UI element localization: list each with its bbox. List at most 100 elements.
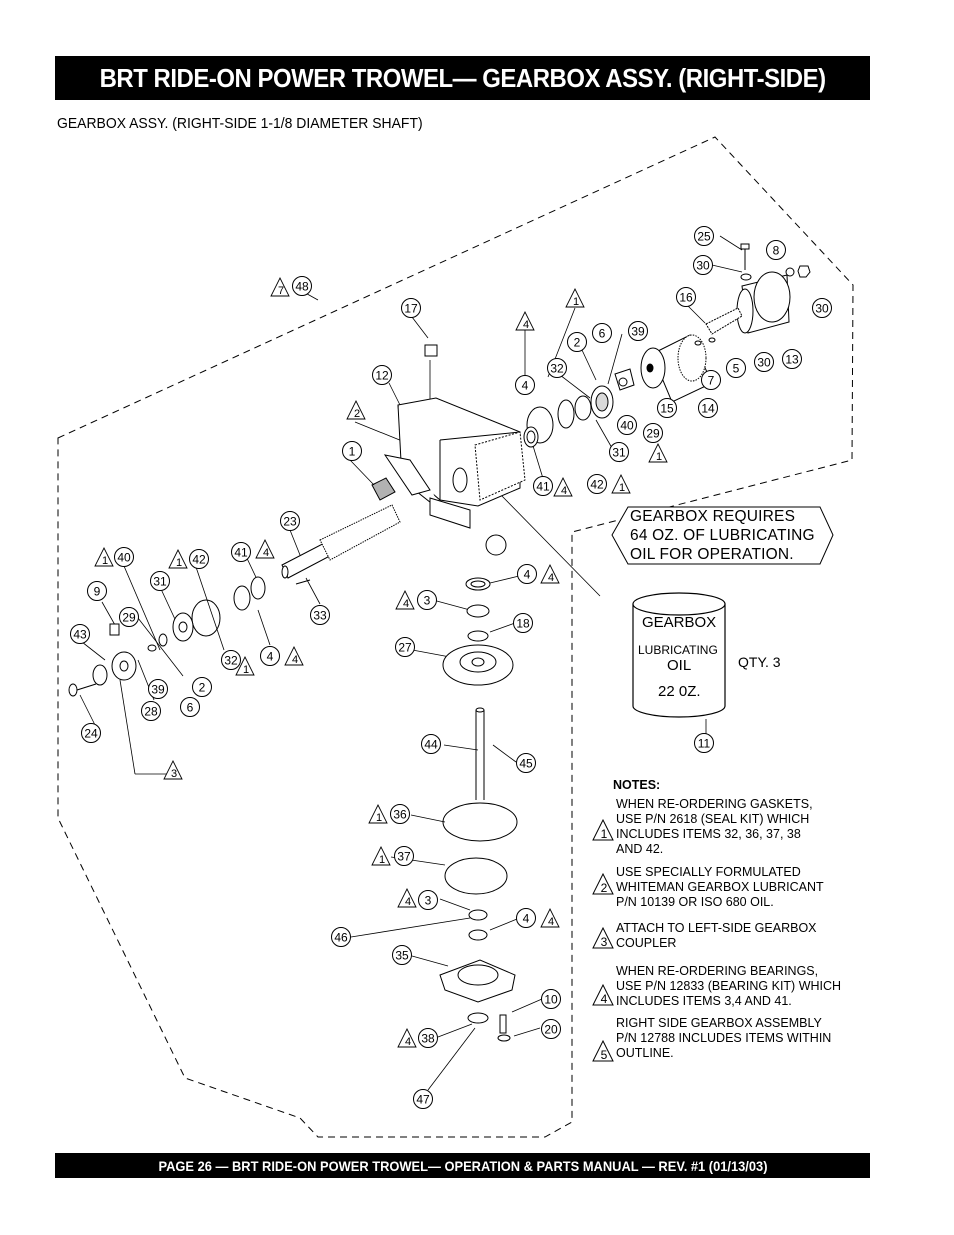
part-callout-2: 2 xyxy=(567,332,587,352)
callout-layer: 2583030161330574817396232141512440293114… xyxy=(70,226,832,1109)
callout-number: 47 xyxy=(416,1093,430,1107)
part-callout-24: 24 xyxy=(81,723,101,743)
callout-number: 7 xyxy=(708,374,715,388)
note-ref-triangle-2: 2 xyxy=(346,399,366,420)
callout-circle xyxy=(417,590,437,610)
part-callout-38: 38 xyxy=(418,1028,438,1048)
part-callout-6: 6 xyxy=(592,323,612,343)
part-callout-43: 43 xyxy=(70,624,90,644)
can-label-oil: OIL xyxy=(667,657,692,674)
note-ref-triangle-1: 1 xyxy=(371,845,391,866)
callout-circle xyxy=(372,365,392,385)
callout-circle xyxy=(114,547,134,567)
callout-number: 33 xyxy=(313,609,327,623)
callout-number: 36 xyxy=(393,808,407,822)
callout-circle xyxy=(310,605,330,625)
triangle-number: 1 xyxy=(102,555,108,567)
callout-number: 30 xyxy=(696,259,710,273)
note-marker-triangle: 4 xyxy=(592,984,614,1006)
part-callout-37: 37 xyxy=(394,846,414,866)
callout-circle xyxy=(413,1089,433,1109)
part-callout-7: 7 xyxy=(701,370,721,390)
callout-circle xyxy=(547,358,567,378)
callout-number: 25 xyxy=(697,230,711,244)
part-callout-39: 39 xyxy=(148,679,168,699)
part-callout-46: 46 xyxy=(331,927,351,947)
part-callout-45: 45 xyxy=(516,753,536,773)
part-callout-33: 33 xyxy=(310,605,330,625)
note-ref-triangle-4: 4 xyxy=(397,1027,417,1048)
part-callout-4: 4 xyxy=(260,646,280,666)
can-label-brand: GEARBOX xyxy=(642,614,717,631)
worm-shaft xyxy=(68,504,401,697)
note-ref-triangle-4: 4 xyxy=(255,538,275,559)
triangle-shape xyxy=(255,538,275,559)
triangle-shape xyxy=(553,476,573,497)
callout-number: 42 xyxy=(590,478,604,492)
part-callout-14: 14 xyxy=(698,398,718,418)
note-ref-triangle-1: 1 xyxy=(168,548,188,569)
callout-number: 4 xyxy=(523,912,530,926)
note-ref-triangle-1: 1 xyxy=(235,655,255,676)
oil-can xyxy=(632,592,726,718)
part-callout-30: 30 xyxy=(812,298,832,318)
triangle-number: 1 xyxy=(243,664,249,676)
triangle-shape xyxy=(163,759,183,780)
part-callout-13: 13 xyxy=(782,349,802,369)
triangle-number: 4 xyxy=(403,598,409,610)
callout-circle xyxy=(189,549,209,569)
part-callout-41: 41 xyxy=(533,476,553,496)
callout-number: 39 xyxy=(151,683,165,697)
callout-number: 42 xyxy=(192,553,206,567)
callout-circle xyxy=(657,398,677,418)
callout-circle xyxy=(643,423,663,443)
callout-circle xyxy=(390,804,410,824)
triangle-shape xyxy=(397,1027,417,1048)
can-label-volume: 22 0Z. xyxy=(658,683,701,700)
callout-number: 38 xyxy=(421,1032,435,1046)
title-bar: BRT RIDE-ON POWER TROWEL— GEARBOX ASSY. … xyxy=(55,56,870,100)
callout-circle xyxy=(782,349,802,369)
triangle-shape xyxy=(94,546,114,567)
callout-circle xyxy=(609,442,629,462)
part-callout-31: 31 xyxy=(150,571,170,591)
triangle-shape xyxy=(611,473,631,494)
callout-circle xyxy=(87,581,107,601)
callout-number: 12 xyxy=(375,369,389,383)
part-callout-42: 42 xyxy=(189,549,209,569)
callout-circle xyxy=(541,989,561,1009)
callout-number: 14 xyxy=(701,402,715,416)
note-ref-triangle-4: 4 xyxy=(397,887,417,908)
part-callout-40: 40 xyxy=(114,547,134,567)
callout-circle xyxy=(418,890,438,910)
part-callout-12: 12 xyxy=(372,365,392,385)
triangle-number: 1 xyxy=(656,451,662,463)
callout-number: 39 xyxy=(631,325,645,339)
triangle-number: 1 xyxy=(376,812,382,824)
callout-number: 20 xyxy=(544,1023,558,1037)
part-callout-27: 27 xyxy=(395,637,415,657)
note-text: WHEN RE-ORDERING GASKETS, USE P/N 2618 (… xyxy=(616,797,813,856)
callout-number: 31 xyxy=(153,575,167,589)
triangle-number: 4 xyxy=(561,485,567,497)
callout-circle xyxy=(726,358,746,378)
callout-number: 46 xyxy=(334,931,348,945)
part-callout-29: 29 xyxy=(119,607,139,627)
gearbox-housing xyxy=(371,344,526,556)
part-callout-35: 35 xyxy=(392,945,412,965)
callout-circle xyxy=(394,846,414,866)
callout-number: 30 xyxy=(757,356,771,370)
part-callout-17: 17 xyxy=(401,298,421,318)
callout-number: 32 xyxy=(550,362,564,376)
callout-circle xyxy=(331,927,351,947)
callout-circle xyxy=(70,624,90,644)
callout-number: 2 xyxy=(574,336,581,350)
callout-circle xyxy=(676,287,696,307)
triangle-shape xyxy=(368,803,388,824)
part-callout-32: 32 xyxy=(221,650,241,670)
callout-circle xyxy=(221,650,241,670)
callout-circle xyxy=(392,945,412,965)
page-title: BRT RIDE-ON POWER TROWEL— GEARBOX ASSY. … xyxy=(99,62,826,93)
note-ref-triangle-1: 1 xyxy=(368,803,388,824)
